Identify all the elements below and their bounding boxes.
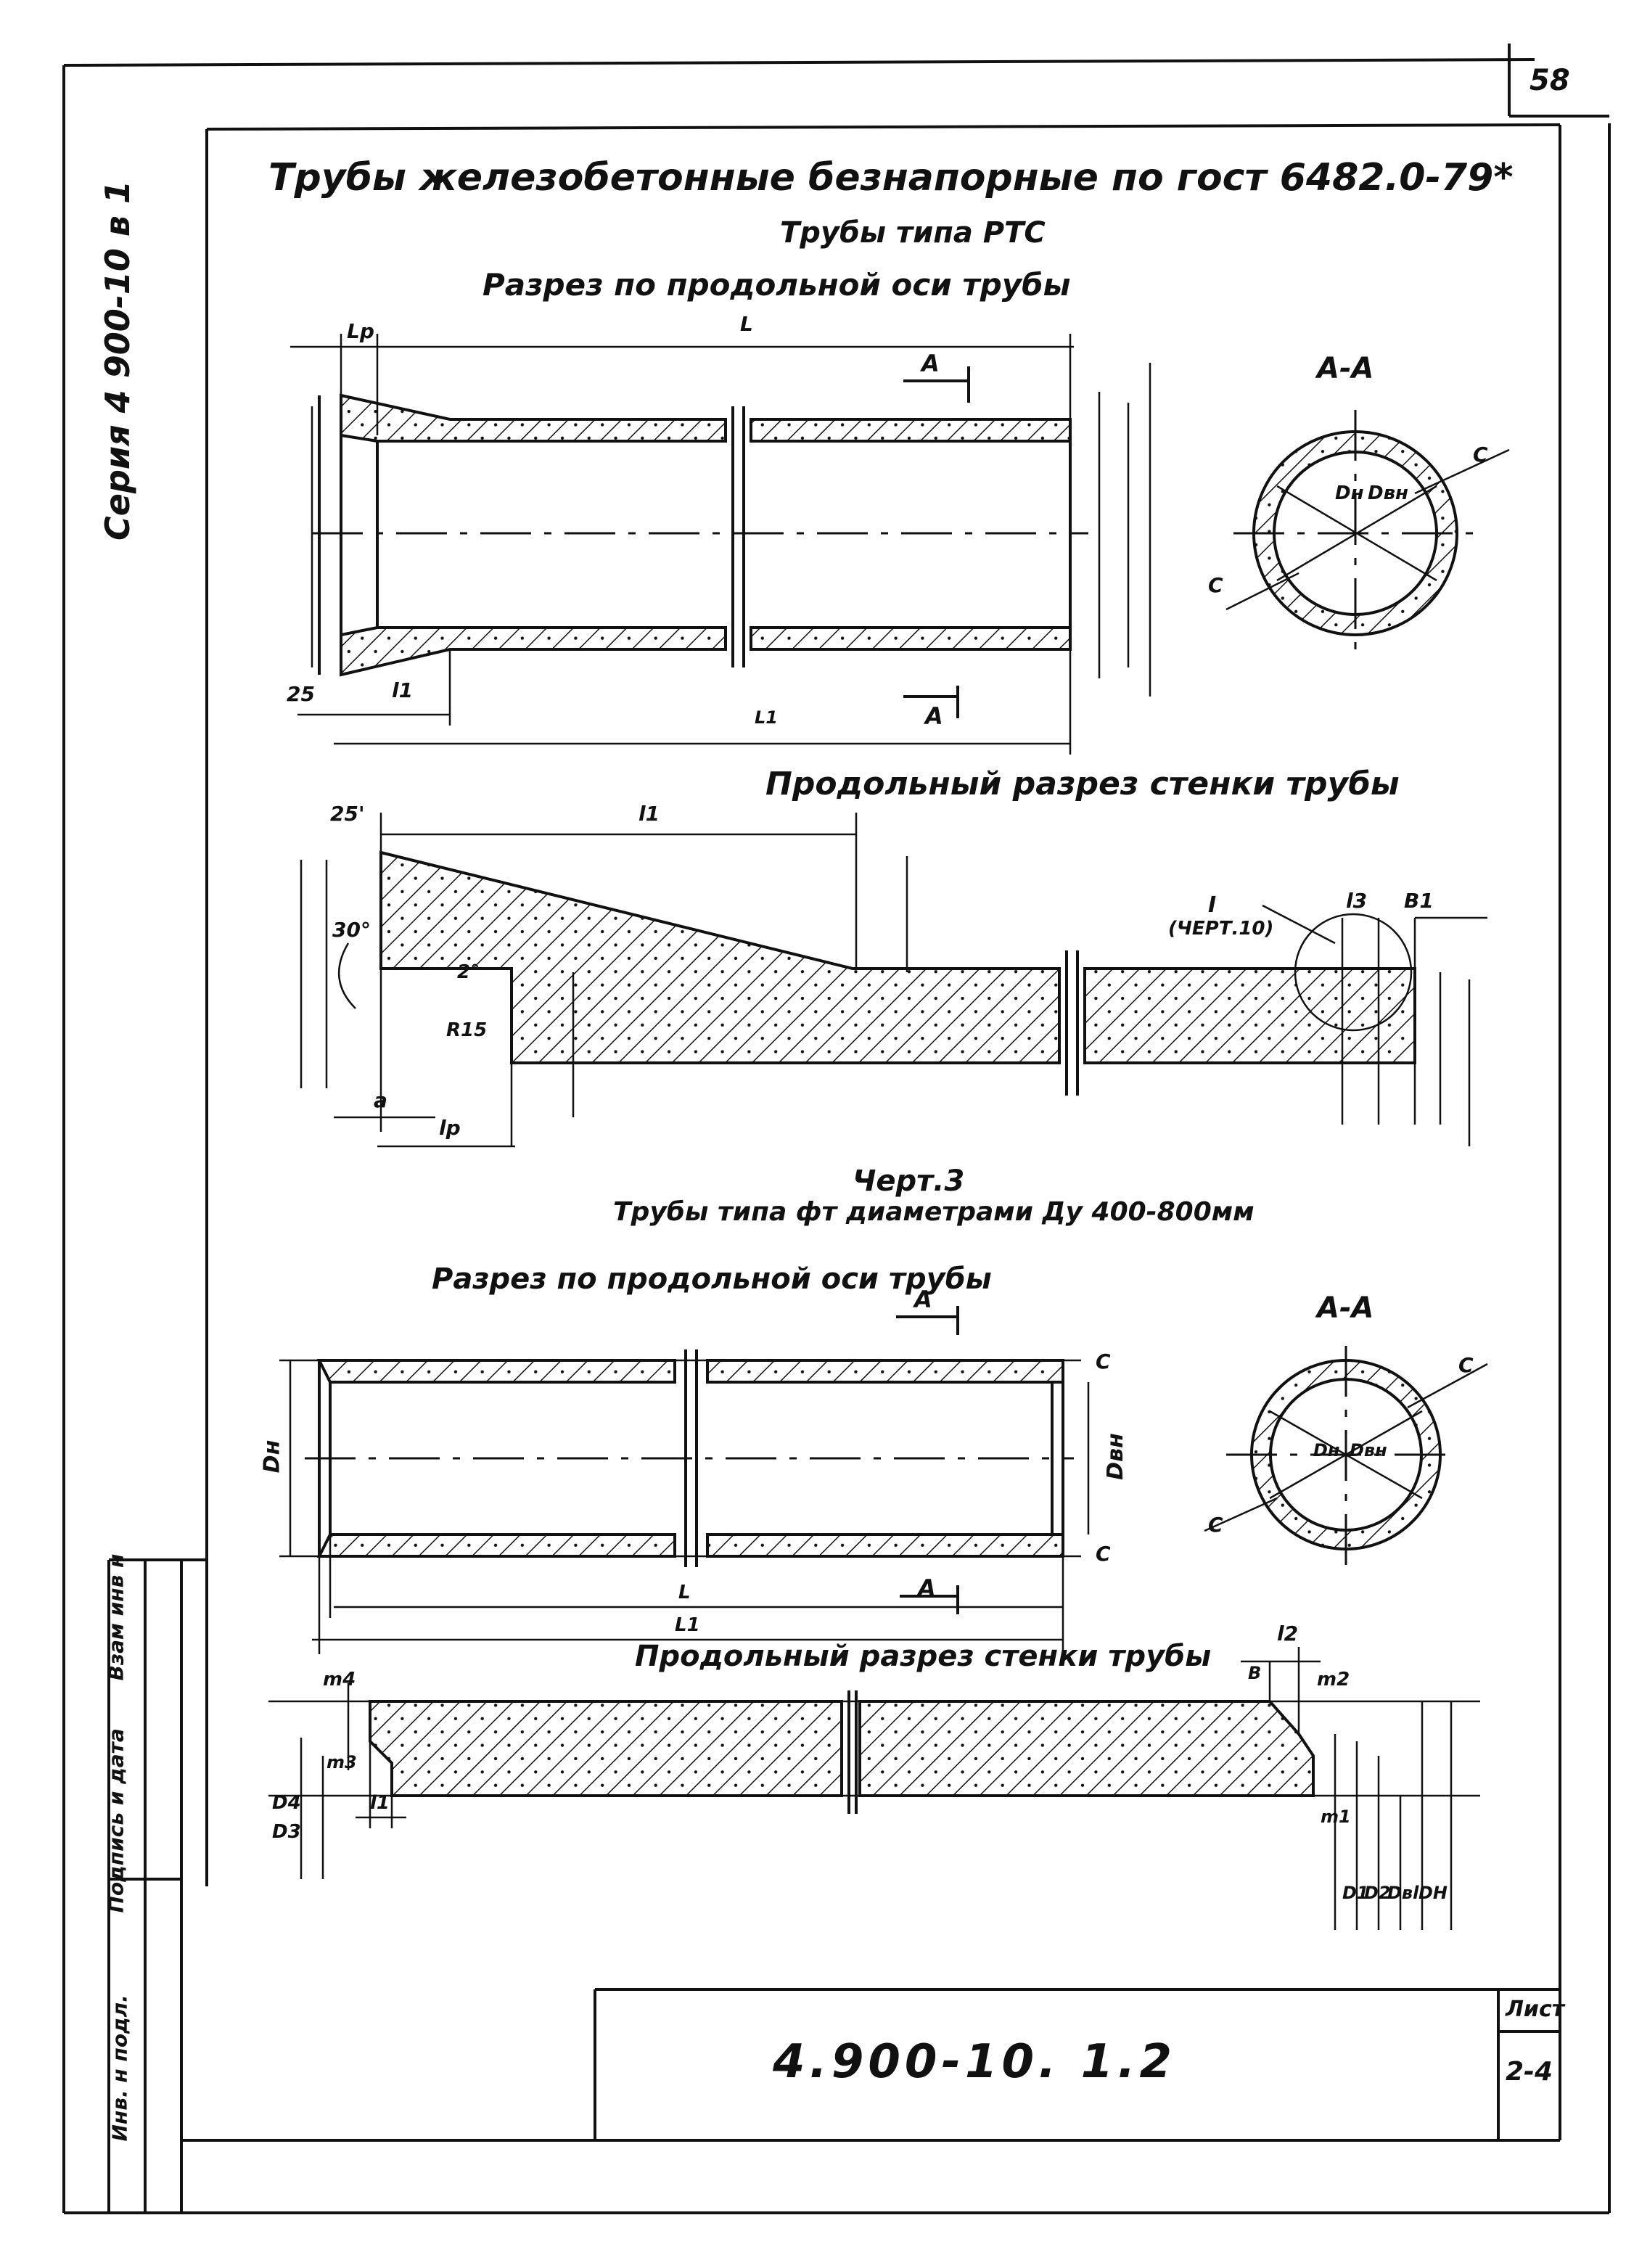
dim-l3: l3	[1346, 889, 1368, 913]
dim-m4: m4	[323, 1669, 356, 1690]
dim-Lp: Lp	[347, 319, 374, 343]
dim-Dn-2: Dн	[259, 1439, 285, 1474]
title-block-sheet-value: 2-4	[1506, 2057, 1553, 2087]
dim-D2: D2	[1364, 1883, 1391, 1903]
side-series-label: Серия 4 900-10 в 1	[98, 181, 137, 541]
title-block-code: 4.900-10. 1.2	[773, 2035, 1177, 2089]
section-longitudinal-2-title: Разрез по продольной оси трубы	[432, 1262, 992, 1296]
main-title: Трубы железобетонные безнапорные по гост…	[268, 156, 1514, 200]
sheet-corner-number: 58	[1529, 64, 1570, 97]
mark-A-bottom-2: А	[918, 1574, 936, 1602]
drawing-caption: Черт.3	[853, 1164, 965, 1198]
dim-lp: lp	[439, 1116, 461, 1140]
dim-25: 25	[287, 682, 315, 706]
title-block-sheet-label: Лист	[1506, 1997, 1565, 2022]
dim-D1: D1	[1342, 1883, 1369, 1903]
dim-L-2: L	[678, 1582, 691, 1603]
dim-m3: m3	[327, 1752, 357, 1772]
dim-C-1a: C	[1473, 443, 1488, 467]
dim-DH: DH	[1418, 1883, 1448, 1903]
ref-I: I	[1208, 892, 1217, 918]
angle-2: 2°	[457, 961, 480, 983]
dim-L: L	[740, 312, 753, 336]
section-aa-2-title: А-А	[1317, 1291, 1374, 1325]
pipe1-wall-section	[300, 813, 1487, 1148]
dim-B1: B1	[1404, 889, 1434, 913]
dim-Dn-1: Dн	[1335, 482, 1364, 504]
angle-30: 30°	[332, 918, 371, 942]
dim-l1-1: l1	[392, 678, 414, 702]
title-block-frame	[594, 1988, 1560, 2140]
dim-m1: m1	[1321, 1807, 1351, 1827]
dim-m2: m2	[1317, 1669, 1350, 1690]
mark-A-top-1: А	[921, 350, 940, 377]
section-aa-1-title: А-А	[1317, 352, 1374, 385]
section-aa-2	[1204, 1346, 1488, 1567]
dim-l1-3: l1	[370, 1792, 390, 1814]
mark-A-bottom-1: А	[925, 702, 943, 730]
dim-Dvn-1: Dвн	[1368, 482, 1408, 504]
sheet-frame	[62, 44, 1611, 2214]
dim-Dvn-3: Dвн	[1350, 1440, 1387, 1460]
dim-L1-1: L1	[755, 707, 778, 728]
dim-C-2c: C	[1458, 1353, 1474, 1377]
section-wall-1-title: Продольный разрез стенки трубы	[765, 765, 1400, 802]
inner-frame	[181, 123, 1561, 2142]
dim-C-2a: C	[1096, 1349, 1111, 1373]
stamp-signature-date: Подпись и дата	[104, 1728, 128, 1913]
pipe2-wall-section	[268, 1647, 1480, 1930]
dim-25b: 25'	[330, 802, 365, 826]
dim-C-1b: C	[1208, 573, 1223, 597]
type1-title: Трубы типа РТС	[780, 216, 1046, 250]
pipe1-longitudinal-section	[290, 334, 1151, 755]
stamp-inv-podl: Инв. н подл.	[107, 1994, 132, 2142]
dim-Dvi: Dвl	[1387, 1883, 1419, 1903]
dim-B: B	[1248, 1663, 1262, 1683]
section-aa-1	[1225, 410, 1510, 660]
dim-D3: D3	[272, 1821, 301, 1843]
dim-l1-2: l1	[639, 802, 660, 826]
pipe2-longitudinal-section	[279, 1306, 1090, 1654]
dim-Dn-3: Dн	[1313, 1440, 1340, 1460]
type2-title: Трубы типа фт диаметрами Ду 400-800мм	[613, 1197, 1255, 1227]
dim-L1-2: L1	[675, 1614, 700, 1636]
dim-C-2b: C	[1096, 1542, 1111, 1566]
dim-a: a	[374, 1088, 387, 1112]
dim-l2: l2	[1277, 1622, 1299, 1645]
side-stamp-grid	[107, 1558, 207, 2213]
ref-drawing: (ЧЕРТ.10)	[1168, 918, 1274, 940]
mark-A-top-2: А	[914, 1286, 932, 1313]
dim-D4: D4	[272, 1792, 301, 1814]
radius-R15: R15	[446, 1019, 488, 1041]
dim-Dvn-2: Dвн	[1102, 1433, 1128, 1480]
stamp-vzam-inv: Взам инв н	[104, 1553, 128, 1681]
dim-C-2d: C	[1208, 1513, 1223, 1537]
section-longitudinal-1-title: Разрез по продольной оси трубы	[483, 267, 1071, 303]
section-wall-2-title: Продольный разрез стенки трубы	[635, 1640, 1212, 1673]
